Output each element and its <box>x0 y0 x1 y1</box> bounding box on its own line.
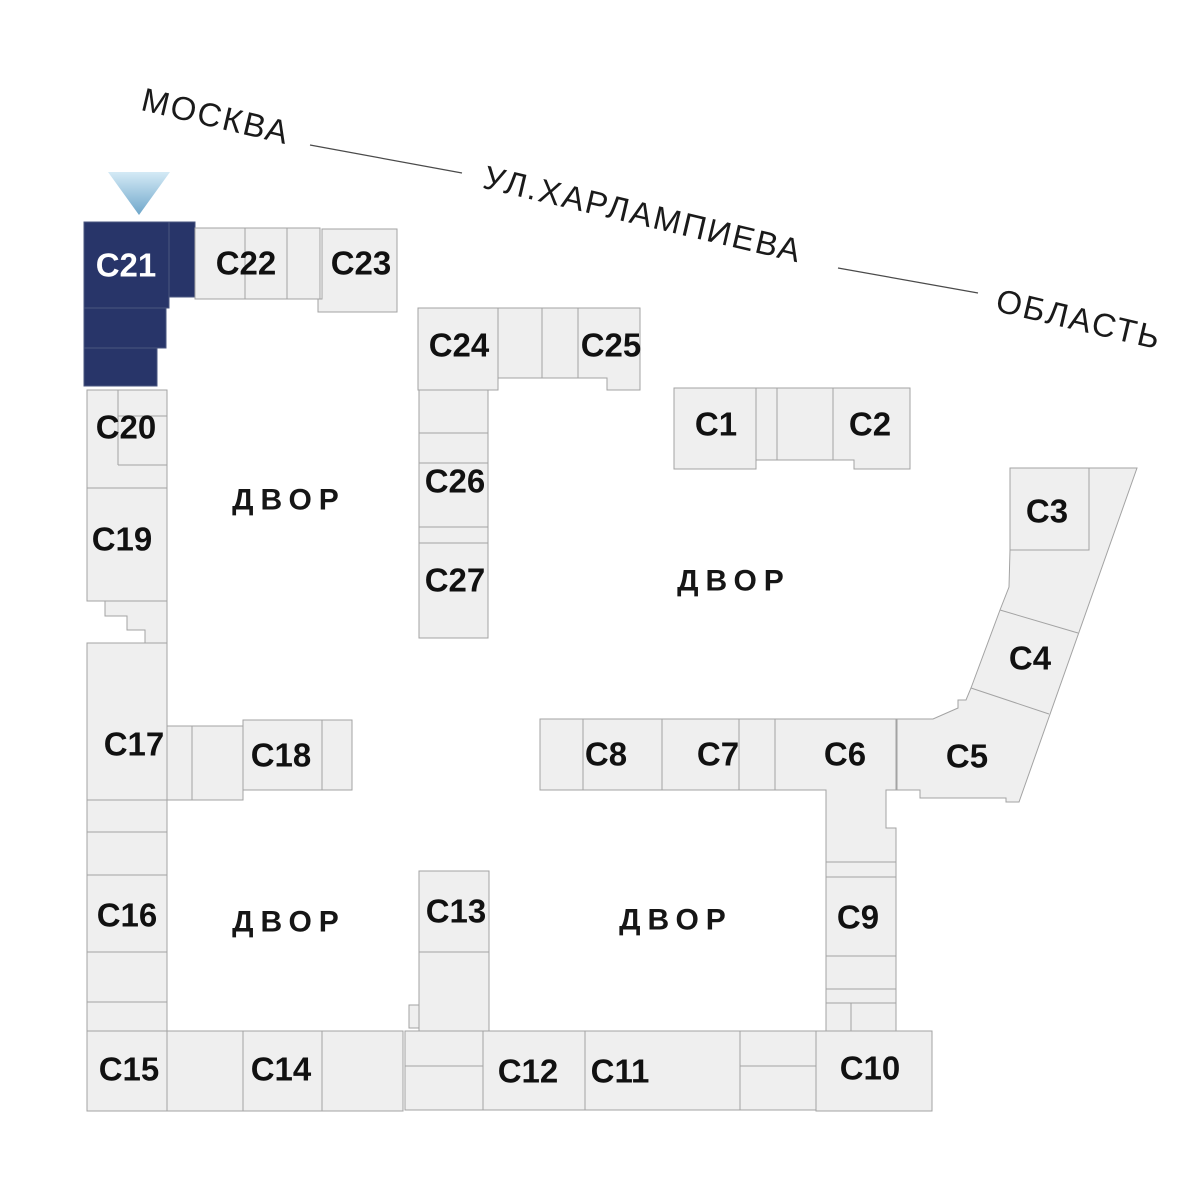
building-c17-segment-2[interactable] <box>191 725 244 801</box>
street-label-oblast: ОБЛАСТЬ <box>993 282 1166 357</box>
building-c16-segment-3[interactable] <box>86 951 168 1003</box>
band-divider-c4-c5 <box>970 687 1050 715</box>
building-c21-shape[interactable] <box>83 221 170 309</box>
building-c17-shape[interactable] <box>86 642 168 801</box>
building-c22-segment-2[interactable] <box>286 227 321 300</box>
building-c27-segment-1[interactable] <box>418 526 489 544</box>
building-c21-segment-3[interactable] <box>83 347 158 387</box>
building-c1-shape[interactable] <box>673 387 757 470</box>
building-c12-shape[interactable] <box>482 1030 586 1111</box>
building-c12-label: С12 <box>498 1053 559 1090</box>
building-c23-shape[interactable] <box>317 228 398 313</box>
bottom-row-segment-1[interactable] <box>404 1030 484 1067</box>
building-c2-segment-1[interactable] <box>776 387 834 461</box>
building-c16-segment-4[interactable] <box>86 1001 168 1032</box>
building-c2-label: С2 <box>849 406 891 443</box>
building-c13-segment-2[interactable] <box>408 1004 420 1029</box>
building-c9-label: С9 <box>837 899 879 936</box>
building-c13-label: С13 <box>426 893 487 930</box>
building-c21-segment-1[interactable] <box>168 221 196 298</box>
building-c1-segment-1[interactable] <box>755 387 778 461</box>
building-c17-segment-1[interactable] <box>166 725 193 801</box>
courtyard-label-top-left: ДВОР <box>232 484 346 517</box>
building-c2-shape[interactable] <box>832 387 911 470</box>
building-c9-segment-2[interactable] <box>825 955 897 990</box>
building-c10-label: С10 <box>840 1050 901 1087</box>
street-line-2 <box>837 267 979 294</box>
building-c17-label: С17 <box>104 726 165 763</box>
building-c9-segment-1[interactable] <box>825 861 897 878</box>
building-c9-shape[interactable] <box>825 876 897 957</box>
building-c26-label: С26 <box>425 463 486 500</box>
building-c6-label: С6 <box>824 736 866 773</box>
building-c24-segment-1[interactable] <box>497 307 543 379</box>
building-c11-shape[interactable] <box>584 1030 741 1111</box>
building-c13-segment-1[interactable] <box>418 951 490 1032</box>
building-c3-shape[interactable] <box>1009 467 1090 551</box>
building-c19-label: С19 <box>92 521 153 558</box>
building-c5-label: С5 <box>946 738 988 775</box>
building-c10-shape[interactable] <box>815 1030 933 1112</box>
band-divider-c3-c4 <box>999 609 1079 634</box>
building-c3-label: С3 <box>1026 493 1068 530</box>
street-label-moskva: МОСКВА <box>138 81 294 152</box>
building-c8-label: С8 <box>585 736 627 773</box>
courtyard-label-bottom-left: ДВОР <box>232 906 346 939</box>
building-c23-label: С23 <box>331 245 392 282</box>
building-c15-segment-1[interactable] <box>166 1030 244 1112</box>
selected-building-marker-icon <box>108 172 170 215</box>
building-c27-shape[interactable] <box>418 542 489 639</box>
building-c25-label: С25 <box>581 327 642 364</box>
building-c18-segment-1[interactable] <box>321 719 353 791</box>
bottom-row-segment-2[interactable] <box>404 1065 484 1111</box>
building-c7-shape[interactable] <box>661 718 740 791</box>
building-c8-segment-1[interactable] <box>539 718 584 791</box>
building-c16-segment-2[interactable] <box>86 831 168 876</box>
building-c7-segment-1[interactable] <box>738 718 776 791</box>
courtyard-label-top-right: ДВОР <box>677 565 791 598</box>
building-c9-segment-4[interactable] <box>825 1002 852 1032</box>
building-c25-segment-1[interactable] <box>541 307 579 379</box>
building-c7-label: С7 <box>697 736 739 773</box>
building-c13-shape[interactable] <box>418 870 490 953</box>
building-c6-shape[interactable] <box>774 718 897 863</box>
courtyard-label-bottom-right: ДВОР <box>619 904 733 937</box>
building-c19-shape[interactable] <box>86 487 168 602</box>
building-c17-stair-segment[interactable] <box>104 600 168 644</box>
building-c9-segment-3[interactable] <box>825 988 897 1004</box>
building-c15-label: С15 <box>99 1051 160 1088</box>
building-c21-label: С21 <box>96 247 157 284</box>
building-c20-shape[interactable] <box>86 389 168 489</box>
building-c16-shape[interactable] <box>86 874 168 953</box>
building-c9-segment-5[interactable] <box>850 1002 897 1034</box>
building-c11-label: С11 <box>591 1053 650 1090</box>
building-c22-segment-1[interactable] <box>194 227 246 300</box>
building-c14-shape[interactable] <box>242 1030 323 1112</box>
bottom-row-segment-3[interactable] <box>739 1030 817 1067</box>
building-c24-shape[interactable] <box>417 307 499 391</box>
building-c22-label: С22 <box>216 245 277 282</box>
building-c14-segment-1[interactable] <box>321 1030 404 1112</box>
building-c16-label: С16 <box>97 897 158 934</box>
building-c26-segment-2[interactable] <box>418 432 489 464</box>
building-c16-segment-1[interactable] <box>86 799 168 833</box>
building-c21-segment-2[interactable] <box>83 307 167 349</box>
street-label-kharlampieva: УЛ.ХАРЛАМПИЕВА <box>480 158 806 269</box>
building-c1-label: С1 <box>695 406 737 443</box>
building-c14-label: С14 <box>251 1051 312 1088</box>
building-c4-label: С4 <box>1009 640 1052 677</box>
building-c25-shape[interactable] <box>577 307 641 391</box>
street-line-1 <box>309 144 463 174</box>
building-c22-shape[interactable] <box>244 227 288 300</box>
building-c27-label: С27 <box>425 562 486 599</box>
building-c5-band-shape[interactable] <box>896 467 1138 803</box>
bottom-row-segment-4[interactable] <box>739 1065 817 1111</box>
building-c18-label: С18 <box>251 737 312 774</box>
building-c26-segment-1[interactable] <box>418 389 489 434</box>
building-c24-label: С24 <box>429 327 490 364</box>
building-c8-shape[interactable] <box>582 718 663 791</box>
building-c20-label: С20 <box>96 409 157 446</box>
building-c26-shape[interactable] <box>418 462 489 528</box>
